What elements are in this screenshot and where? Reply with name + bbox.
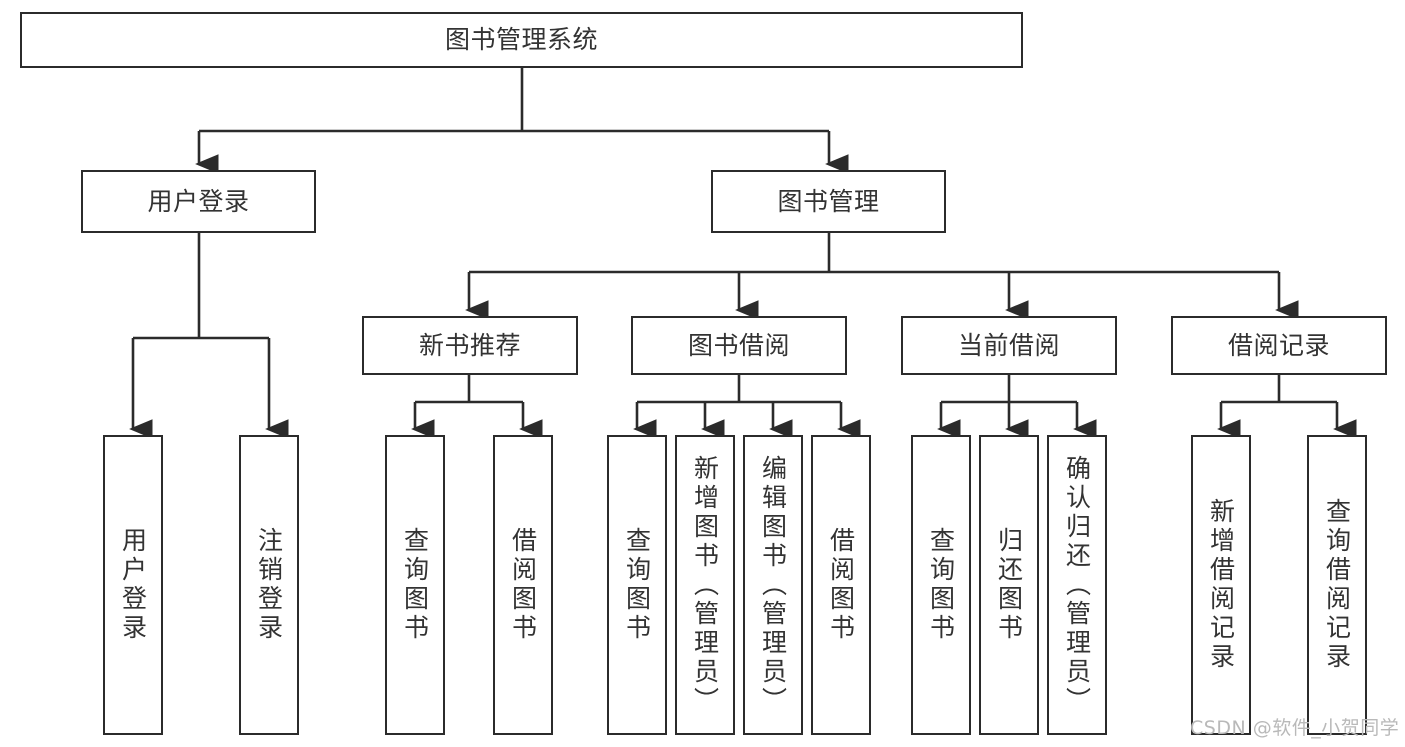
node-label: 确认归还（管理员） bbox=[1062, 454, 1092, 716]
leaf-query-borrow-record[interactable]: 查询借阅记录 bbox=[1307, 435, 1367, 735]
node-label: 查询图书 bbox=[622, 527, 652, 643]
leaf-add-borrow-record[interactable]: 新增借阅记录 bbox=[1191, 435, 1251, 735]
node-label: 查询图书 bbox=[926, 527, 956, 643]
leaf-borrow-book-recommend[interactable]: 借阅图书 bbox=[493, 435, 553, 735]
node-label: 当前借阅 bbox=[957, 330, 1060, 360]
node-label: 查询图书 bbox=[400, 527, 430, 643]
node-label: 新增借阅记录 bbox=[1206, 498, 1236, 672]
node-label: 编辑图书（管理员） bbox=[758, 454, 788, 716]
leaf-query-book-current[interactable]: 查询图书 bbox=[911, 435, 971, 735]
node-current-borrow[interactable]: 当前借阅 bbox=[901, 316, 1117, 375]
node-label: 归还图书 bbox=[994, 527, 1024, 643]
node-label: 借阅记录 bbox=[1227, 330, 1330, 360]
node-label: 图书管理 bbox=[777, 186, 880, 216]
node-label: 用户登录 bbox=[147, 186, 250, 216]
leaf-edit-book-admin[interactable]: 编辑图书（管理员） bbox=[743, 435, 803, 735]
leaf-user-login[interactable]: 用户登录 bbox=[103, 435, 163, 735]
node-label: 新书推荐 bbox=[418, 330, 521, 360]
node-user-login[interactable]: 用户登录 bbox=[81, 170, 316, 233]
leaf-query-book-recommend[interactable]: 查询图书 bbox=[385, 435, 445, 735]
leaf-logout[interactable]: 注销登录 bbox=[239, 435, 299, 735]
node-label: 借阅图书 bbox=[826, 527, 856, 643]
leaf-confirm-return-admin[interactable]: 确认归还（管理员） bbox=[1047, 435, 1107, 735]
watermark-text: CSDN @软件_小贺同学 bbox=[1190, 717, 1400, 739]
node-new-book-recommend[interactable]: 新书推荐 bbox=[362, 316, 578, 375]
leaf-add-book-admin[interactable]: 新增图书（管理员） bbox=[675, 435, 735, 735]
node-book-borrow[interactable]: 图书借阅 bbox=[631, 316, 847, 375]
leaf-borrow-book[interactable]: 借阅图书 bbox=[811, 435, 871, 735]
node-label: 新增图书（管理员） bbox=[690, 454, 720, 716]
node-label: 图书管理系统 bbox=[444, 25, 598, 54]
node-book-management[interactable]: 图书管理 bbox=[711, 170, 946, 233]
node-label: 查询借阅记录 bbox=[1322, 498, 1352, 672]
node-label: 图书借阅 bbox=[687, 330, 790, 360]
leaf-query-book-borrow[interactable]: 查询图书 bbox=[607, 435, 667, 735]
node-label: 借阅图书 bbox=[508, 527, 538, 643]
node-root-system[interactable]: 图书管理系统 bbox=[20, 12, 1023, 68]
leaf-return-book[interactable]: 归还图书 bbox=[979, 435, 1039, 735]
node-label: 用户登录 bbox=[118, 527, 148, 643]
node-borrow-record[interactable]: 借阅记录 bbox=[1171, 316, 1387, 375]
node-label: 注销登录 bbox=[254, 527, 284, 643]
